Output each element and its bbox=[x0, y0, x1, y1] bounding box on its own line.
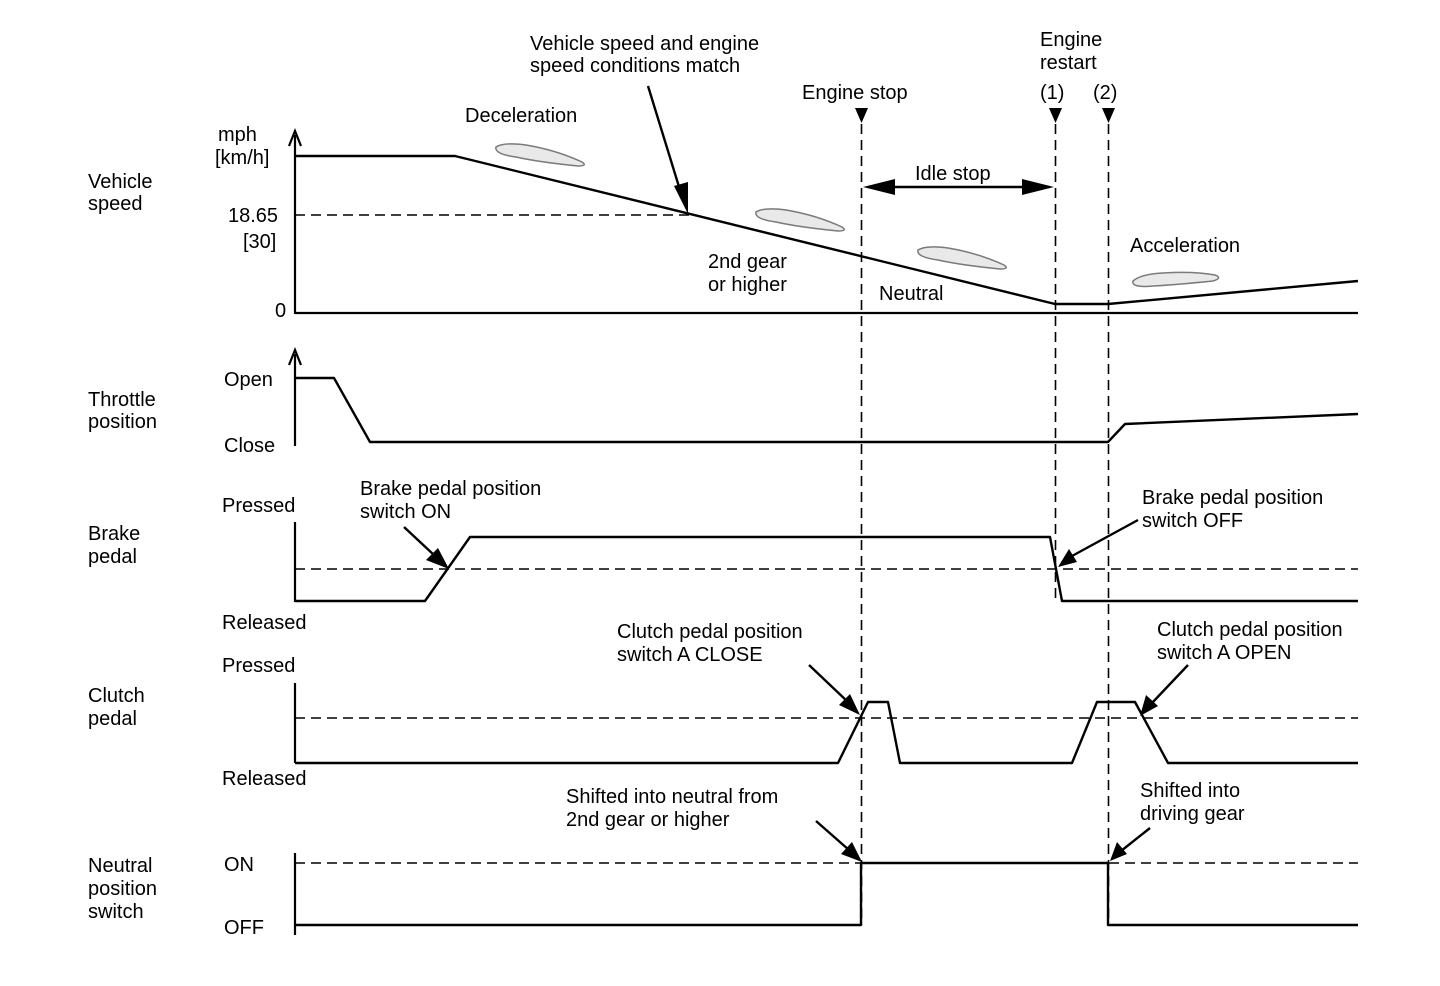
match-label-1: Vehicle speed and engine bbox=[530, 33, 759, 55]
row-label-brake-1: Brake bbox=[88, 523, 140, 545]
brake-off-pointer-line bbox=[1071, 518, 1139, 558]
throttle-open-label: Open bbox=[224, 369, 273, 391]
row-label-vehicle-speed-2: speed bbox=[88, 193, 143, 215]
marker-2-label: (2) bbox=[1093, 82, 1117, 104]
marker-1-label: (1) bbox=[1040, 82, 1064, 104]
shift-neutral-label-2: 2nd gear or higher bbox=[566, 809, 730, 831]
vehicle-speed-row bbox=[287, 128, 1359, 315]
shift-drive-pointer-line bbox=[1120, 827, 1151, 852]
clutch-open-pointer-line bbox=[1151, 664, 1189, 704]
neutral-off-label: OFF bbox=[224, 917, 264, 939]
speed-unit-mph: mph bbox=[218, 124, 257, 146]
idle-stop-arrow-left bbox=[863, 179, 895, 195]
row-label-clutch-2: pedal bbox=[88, 708, 137, 730]
car-neutral-icon bbox=[917, 246, 1007, 270]
neutral-state-label: Neutral bbox=[879, 283, 943, 305]
brake-off-label-1: Brake pedal position bbox=[1142, 487, 1323, 509]
engine-stop-label: Engine stop bbox=[802, 82, 908, 104]
restart-2-marker bbox=[1102, 108, 1115, 123]
brake-on-label-2: switch ON bbox=[360, 501, 451, 523]
row-label-neutral-2: position bbox=[88, 878, 157, 900]
car-decel-2-icon bbox=[755, 208, 845, 232]
clutch-close-pointer-line bbox=[808, 664, 849, 703]
car-accel-icon bbox=[1132, 271, 1220, 288]
speed-y-axis-arrow bbox=[287, 128, 303, 147]
brake-pedal-row: Brake pedal position switch ON Brake ped… bbox=[293, 478, 1358, 603]
clutch-released-label: Released bbox=[222, 768, 307, 790]
throttle-trace bbox=[295, 376, 1359, 444]
shift-neutral-pointer-head bbox=[841, 842, 862, 862]
deceleration-label: Deceleration bbox=[465, 105, 577, 127]
event-markers bbox=[855, 108, 1115, 123]
throttle-row bbox=[287, 347, 1359, 446]
gear-label-2: or higher bbox=[708, 274, 787, 296]
speed-annotations: Deceleration Vehicle speed and engine sp… bbox=[465, 33, 1240, 305]
idle-stop-span bbox=[863, 179, 1054, 195]
brake-off-pointer-head bbox=[1058, 549, 1077, 567]
clutch-open-label-1: Clutch pedal position bbox=[1157, 619, 1343, 641]
clutch-close-pointer-head bbox=[839, 694, 860, 715]
speed-unit-kmh: [km/h] bbox=[215, 147, 269, 169]
neutral-on-label: ON bbox=[224, 854, 254, 876]
row-labels: Vehicle speed Throttle position Brake pe… bbox=[88, 171, 157, 923]
shift-drive-label-2: driving gear bbox=[1140, 803, 1245, 825]
clutch-close-label-1: Clutch pedal position bbox=[617, 621, 803, 643]
row-label-vehicle-speed-1: Vehicle bbox=[88, 171, 153, 193]
car-icons bbox=[495, 143, 1220, 288]
brake-pedal-trace bbox=[295, 535, 1358, 603]
idle-stop-arrow-right bbox=[1022, 179, 1054, 195]
throttle-y-axis-arrow bbox=[287, 347, 303, 366]
clutch-pressed-label: Pressed bbox=[222, 655, 295, 677]
speed-threshold-mph: 18.65 bbox=[228, 205, 278, 227]
clutch-open-label-2: switch A OPEN bbox=[1157, 642, 1292, 664]
brake-pressed-label: Pressed bbox=[222, 495, 295, 517]
row-label-throttle-1: Throttle bbox=[88, 389, 156, 411]
brake-on-pointer-head bbox=[426, 548, 449, 569]
row-label-neutral-1: Neutral bbox=[88, 855, 152, 877]
event-lines bbox=[860, 124, 1110, 925]
brake-on-label-1: Brake pedal position bbox=[360, 478, 541, 500]
neutral-switch-row: Shifted into neutral from 2nd gear or hi… bbox=[293, 780, 1358, 935]
speed-threshold-kmh: [30] bbox=[243, 231, 276, 253]
match-pointer-head bbox=[674, 182, 688, 214]
speed-zero: 0 bbox=[275, 300, 286, 322]
event-labels: Engine stop Engine restart (1) (2) Idle … bbox=[802, 29, 1117, 185]
row-label-throttle-2: position bbox=[88, 411, 157, 433]
row-label-brake-2: pedal bbox=[88, 546, 137, 568]
match-label-2: speed conditions match bbox=[530, 55, 740, 77]
shift-neutral-pointer-line bbox=[815, 820, 850, 851]
idle-stop-label: Idle stop bbox=[915, 163, 991, 185]
engine-restart-label-1: Engine bbox=[1040, 29, 1102, 51]
match-pointer-line bbox=[646, 85, 682, 191]
clutch-pedal-row: Clutch pedal position switch A CLOSE Clu… bbox=[293, 619, 1358, 765]
brake-on-pointer-line bbox=[403, 526, 435, 556]
restart-1-marker bbox=[1049, 108, 1062, 123]
brake-released-label: Released bbox=[222, 612, 307, 634]
vehicle-speed-trace bbox=[295, 154, 1359, 306]
row-label-clutch-1: Clutch bbox=[88, 685, 145, 707]
axis-labels: mph [km/h] 18.65 [30] 0 Open Close Press… bbox=[215, 124, 307, 939]
shift-neutral-label-1: Shifted into neutral from bbox=[566, 786, 778, 808]
acceleration-label: Acceleration bbox=[1130, 235, 1240, 257]
row-label-neutral-3: switch bbox=[88, 901, 144, 923]
throttle-close-label: Close bbox=[224, 435, 275, 457]
clutch-pedal-trace bbox=[295, 700, 1358, 765]
car-decel-1-icon bbox=[495, 143, 585, 167]
clutch-open-pointer-head bbox=[1140, 695, 1158, 716]
neutral-switch-trace bbox=[295, 861, 1358, 927]
engine-stop-marker bbox=[855, 108, 868, 123]
clutch-close-label-2: switch A CLOSE bbox=[617, 644, 763, 666]
engine-restart-label-2: restart bbox=[1040, 52, 1097, 74]
brake-off-label-2: switch OFF bbox=[1142, 510, 1243, 532]
shift-drive-pointer-head bbox=[1110, 842, 1127, 861]
gear-label-1: 2nd gear bbox=[708, 251, 787, 273]
shift-drive-label-1: Shifted into bbox=[1140, 780, 1240, 802]
